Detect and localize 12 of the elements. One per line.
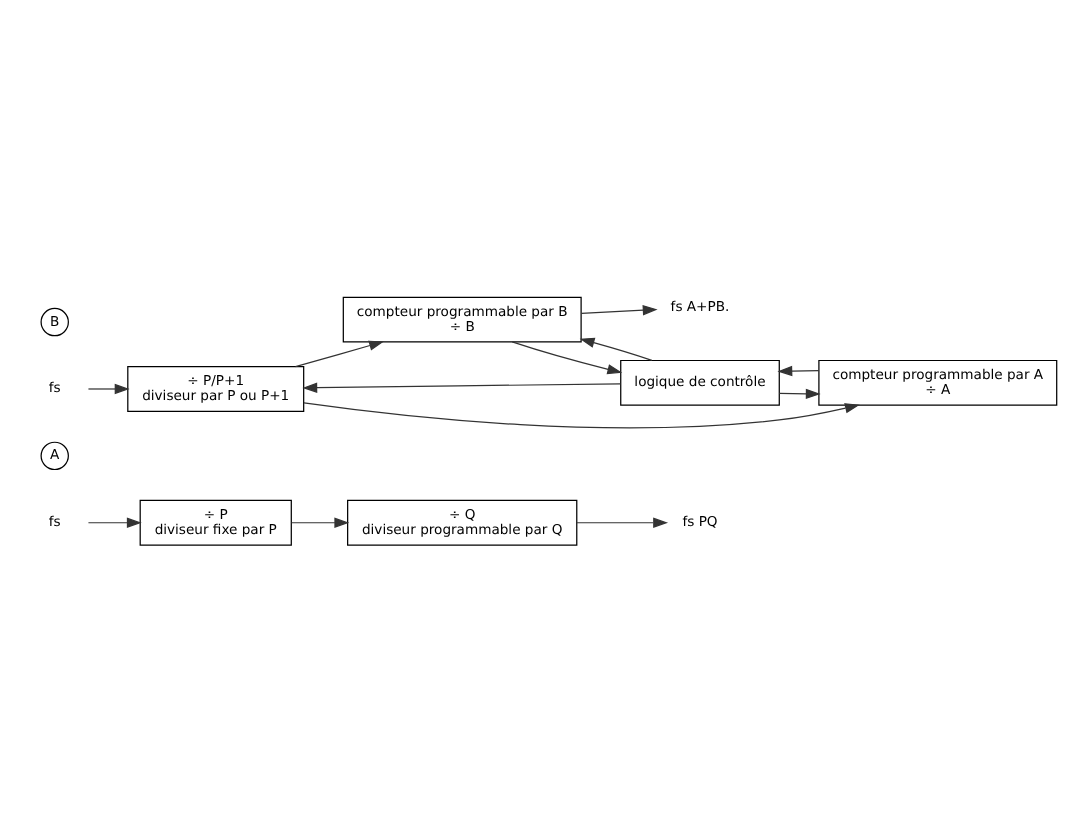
arrow	[511, 341, 623, 375]
arrow	[777, 365, 820, 377]
arrow	[303, 402, 860, 429]
arrow	[290, 517, 350, 528]
arrow	[580, 305, 658, 316]
arrow	[778, 388, 821, 400]
arrow	[302, 382, 622, 393]
arrow	[87, 383, 130, 395]
arrow	[294, 340, 384, 368]
arrow	[576, 517, 669, 528]
arrow	[579, 337, 653, 361]
arrow	[87, 517, 142, 528]
